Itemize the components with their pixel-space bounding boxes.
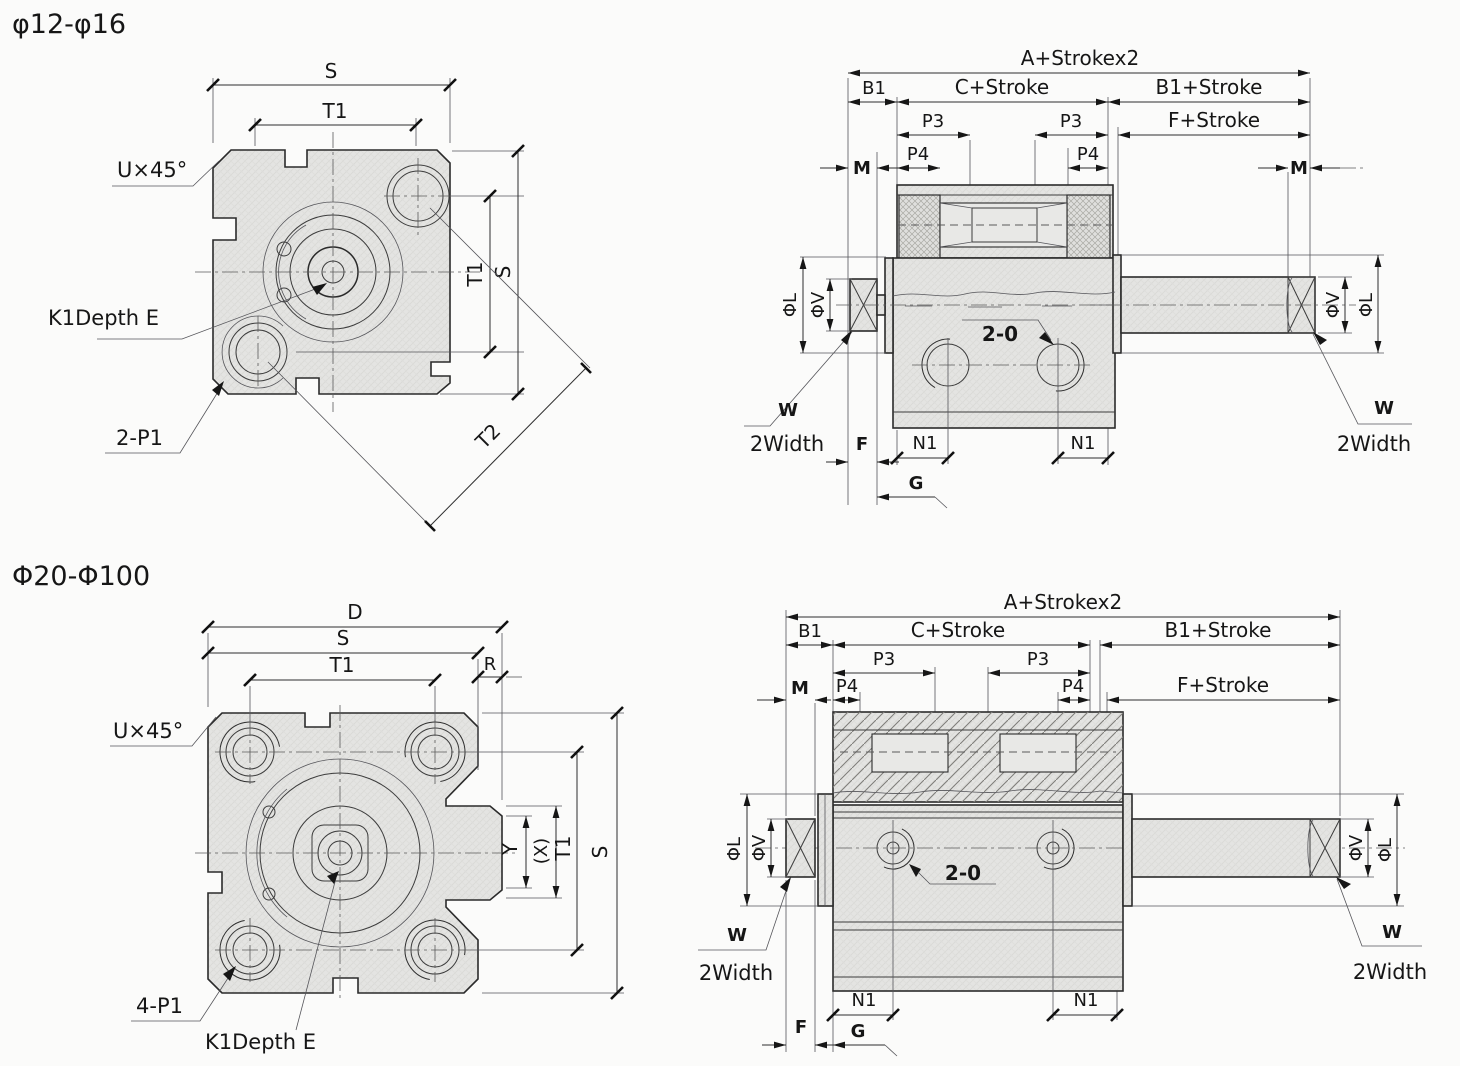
cylinder-body-2 xyxy=(832,804,1124,992)
label-w-left-1: W xyxy=(778,400,798,421)
label-2width-right-2: 2Width xyxy=(1353,960,1427,984)
label-ports-2: 2-0 xyxy=(945,861,981,885)
dim-b1-stroke-1: B1+Stroke xyxy=(1156,75,1263,99)
label-k1-depth-1: K1Depth E xyxy=(48,306,159,330)
dim-n1-right-2: N1 xyxy=(1074,990,1099,1011)
dim-m-left-2: M xyxy=(791,678,809,699)
dim-b1-1: B1 xyxy=(862,78,886,99)
dim-p3-left-2: P3 xyxy=(873,649,895,670)
dim-f-1: F xyxy=(856,434,868,455)
dim-phi-v-left-1: ΦV xyxy=(808,291,829,318)
dim-b1-2: B1 xyxy=(798,621,822,642)
dim-g-1: G xyxy=(909,473,924,494)
dim-s-top-2: S xyxy=(337,626,350,650)
dim-t1-right-2: T1 xyxy=(551,836,575,862)
dim-t1-right-1: T1 xyxy=(463,262,487,288)
dim-phi-v-left-2: ΦV xyxy=(749,834,770,861)
dim-t1-top-2: T1 xyxy=(329,653,355,677)
dim-t2: T2 xyxy=(470,419,505,454)
dim-f-stroke-2: F+Stroke xyxy=(1177,673,1269,697)
label-2p1: 2-P1 xyxy=(116,426,163,450)
dim-n1-right-1: N1 xyxy=(1071,433,1096,454)
label-w-right-2: W xyxy=(1382,922,1402,943)
label-k1-depth-2: K1Depth E xyxy=(205,1030,316,1054)
dim-phi-l-left-2: ΦL xyxy=(724,837,745,861)
section-phi20-100: Φ20-Φ100 xyxy=(12,561,1427,1057)
cylinder-body-1 xyxy=(892,257,1116,429)
dim-p4-right-2: P4 xyxy=(1062,676,1084,697)
dim-phi-l-right-2: ΦL xyxy=(1375,838,1396,862)
dim-p3-left-1: P3 xyxy=(922,111,944,132)
dim-b1-stroke-2: B1+Stroke xyxy=(1165,618,1272,642)
dim-p4-right-1: P4 xyxy=(1077,144,1099,165)
dim-t1-top-1: T1 xyxy=(322,99,348,123)
piston-rod-right-2 xyxy=(1131,818,1341,878)
label-u45-1: U×45° xyxy=(117,158,187,182)
section-2-title: Φ20-Φ100 xyxy=(12,561,150,592)
dim-a-strokex2-2: A+Strokex2 xyxy=(1004,590,1122,614)
side-view-2: A+Strokex2 B1 C+Stroke B1+Stroke P3 P3 M… xyxy=(698,590,1427,1057)
dim-x-2: (X) xyxy=(531,838,552,864)
dim-phi-v-right-2: ΦV xyxy=(1346,834,1367,861)
dim-c-stroke-1: C+Stroke xyxy=(955,75,1049,99)
dim-phi-l-right-1: ΦL xyxy=(1356,293,1377,317)
dim-s-right-1: S xyxy=(491,266,515,279)
dim-y-2: Y xyxy=(498,842,522,856)
dim-phi-l-left-1: ΦL xyxy=(780,293,801,317)
dim-m-left-1: M xyxy=(853,158,871,179)
label-2width-right-1: 2Width xyxy=(1337,432,1411,456)
dim-p4-left-1: P4 xyxy=(907,144,929,165)
label-2width-left-1: 2Width xyxy=(750,432,824,456)
dim-phi-v-right-1: ΦV xyxy=(1323,291,1344,318)
label-ports-1: 2-0 xyxy=(982,322,1018,346)
dim-d-2: D xyxy=(347,600,362,624)
dim-s-right-2: S xyxy=(588,846,612,859)
dim-p3-right-1: P3 xyxy=(1060,111,1082,132)
dim-p4-left-2: P4 xyxy=(836,676,858,697)
dim-n1-left-1: N1 xyxy=(913,433,938,454)
front-view-2-body xyxy=(207,712,503,994)
dim-f-2: F xyxy=(795,1017,807,1038)
dim-f-stroke-1: F+Stroke xyxy=(1168,108,1260,132)
dim-a-strokex2-1: A+Strokex2 xyxy=(1021,46,1139,70)
front-view-2: D S T1 R Y (X) T1 S U×45° 4-P1 K1Depth E xyxy=(110,600,624,1054)
dim-p3-right-2: P3 xyxy=(1027,649,1049,670)
label-2width-left-2: 2Width xyxy=(699,961,773,985)
label-u45-2: U×45° xyxy=(113,719,183,743)
front-view-1: S T1 T1 S T2 U×45° K1Depth E 2-P1 xyxy=(48,59,592,532)
dim-c-stroke-2: C+Stroke xyxy=(911,618,1005,642)
label-w-left-2: W xyxy=(727,925,747,946)
side-view-1: A+Strokex2 B1 C+Stroke B1+Stroke P3 P3 F… xyxy=(744,46,1412,509)
dim-g-2: G xyxy=(851,1021,866,1042)
dim-n1-left-2: N1 xyxy=(852,990,877,1011)
section-phi12-16: φ12-φ16 S T1 xyxy=(12,9,1412,532)
label-w-right-1: W xyxy=(1374,398,1394,419)
dim-s-top-1: S xyxy=(325,59,338,83)
dim-r-2: R xyxy=(484,654,497,675)
section-1-title: φ12-φ16 xyxy=(12,9,126,40)
dim-m-right-1: M xyxy=(1290,158,1308,179)
label-4p1: 4-P1 xyxy=(136,994,183,1018)
